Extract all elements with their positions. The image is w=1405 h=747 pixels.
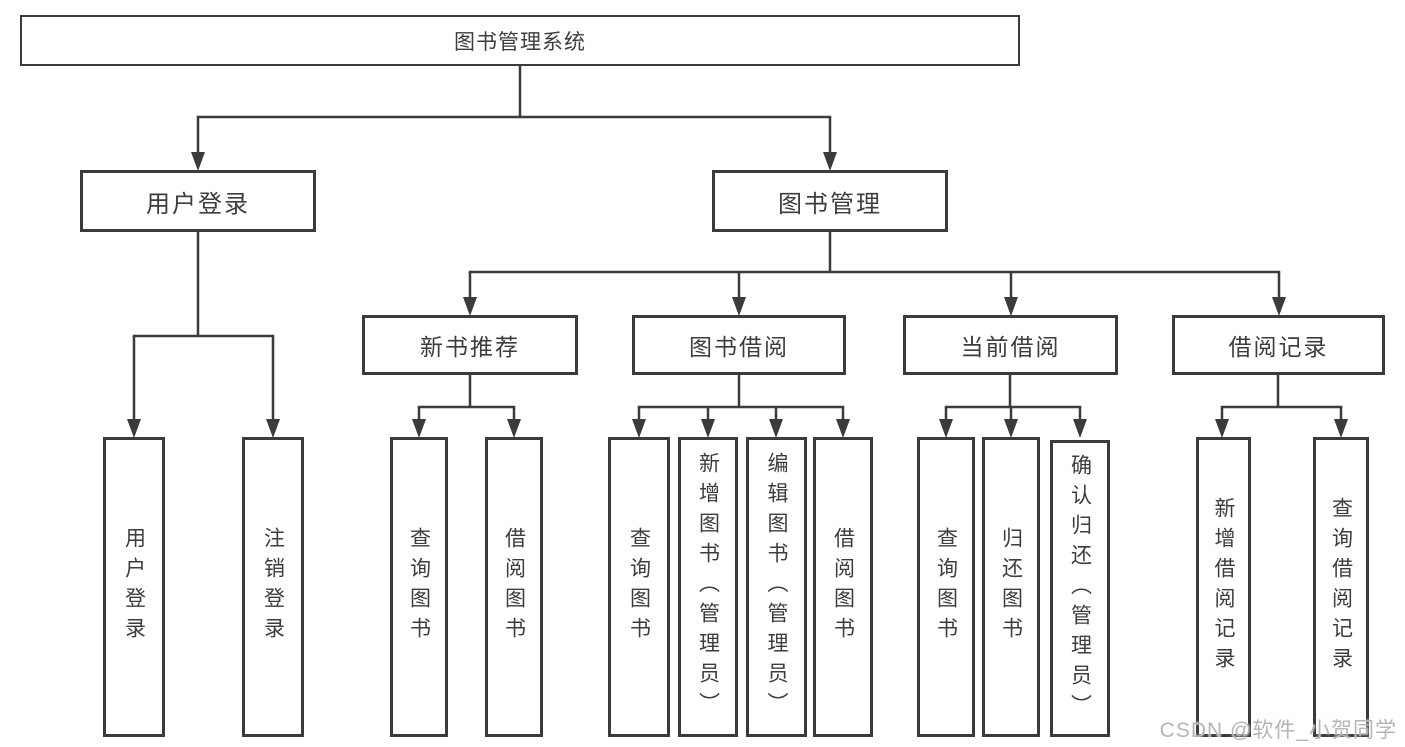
node-borrowing-records: 借阅记录 bbox=[1172, 315, 1385, 375]
node-label: 新书推荐 bbox=[420, 334, 520, 360]
leaf-borrow-books-borrowing: 借阅图书 bbox=[813, 437, 873, 737]
node-current-borrowing: 当前借阅 bbox=[903, 315, 1118, 375]
node-label: 图书借阅 bbox=[689, 334, 789, 360]
leaf-user-login: 用户登录 bbox=[103, 437, 165, 737]
node-label: 图书管理系统 bbox=[454, 30, 586, 54]
leaf-label: 借阅图书 bbox=[831, 527, 855, 647]
node-label: 当前借阅 bbox=[960, 334, 1061, 360]
leaf-query-books-borrowing: 查询图书 bbox=[608, 437, 670, 737]
connector-root-to-level2 bbox=[191, 66, 837, 171]
node-library-management-system: 图书管理系统 bbox=[20, 15, 1020, 66]
node-new-book-recommendation: 新书推荐 bbox=[362, 315, 578, 375]
node-label: 用户登录 bbox=[146, 190, 250, 218]
connector-book-borrowing-to-leaves bbox=[632, 375, 850, 438]
connector-borrowing-records-to-leaves bbox=[1215, 375, 1348, 438]
leaf-label: 查询借阅记录 bbox=[1329, 497, 1353, 677]
leaf-label: 查询图书 bbox=[407, 527, 431, 647]
leaf-confirm-return-admin: 确认归还（管理员） bbox=[1050, 440, 1110, 737]
leaf-add-books-admin: 新增图书（管理员） bbox=[678, 437, 738, 737]
csdn-watermark: CSDN @软件_小贺同学 bbox=[1159, 719, 1397, 742]
leaf-label: 用户登录 bbox=[122, 527, 146, 647]
connector-user-login-to-leaves bbox=[127, 232, 280, 438]
leaf-add-borrowing-record: 新增借阅记录 bbox=[1196, 437, 1251, 737]
connector-current-borrowing-to-leaves bbox=[939, 375, 1087, 438]
leaf-label: 借阅图书 bbox=[502, 527, 526, 647]
node-book-management: 图书管理 bbox=[712, 170, 948, 232]
leaf-label: 确认归还（管理员） bbox=[1068, 453, 1092, 724]
leaf-label: 查询图书 bbox=[934, 527, 958, 647]
node-label: 图书管理 bbox=[778, 190, 882, 218]
connector-book-management-to-level3 bbox=[463, 232, 1286, 316]
leaf-label: 编辑图书（管理员） bbox=[765, 452, 788, 722]
leaf-query-borrowing-record: 查询借阅记录 bbox=[1313, 437, 1369, 737]
leaf-label: 新增借阅记录 bbox=[1212, 497, 1235, 677]
leaf-query-books-recommend: 查询图书 bbox=[390, 437, 448, 737]
leaf-query-books-current: 查询图书 bbox=[917, 437, 975, 737]
leaf-label: 新增图书（管理员） bbox=[696, 452, 720, 722]
leaf-label: 注销登录 bbox=[261, 527, 285, 647]
node-label: 借阅记录 bbox=[1228, 334, 1329, 360]
leaf-logout: 注销登录 bbox=[242, 437, 304, 737]
connector-new-book-to-leaves bbox=[412, 375, 521, 438]
node-user-login: 用户登录 bbox=[80, 170, 316, 232]
leaf-label: 归还图书 bbox=[999, 527, 1023, 647]
node-book-borrowing: 图书借阅 bbox=[632, 315, 846, 375]
leaf-label: 查询图书 bbox=[627, 527, 651, 647]
leaf-return-books: 归还图书 bbox=[982, 437, 1040, 737]
leaf-borrow-books-recommend: 借阅图书 bbox=[485, 437, 543, 737]
leaf-edit-books-admin: 编辑图书（管理员） bbox=[746, 437, 807, 737]
